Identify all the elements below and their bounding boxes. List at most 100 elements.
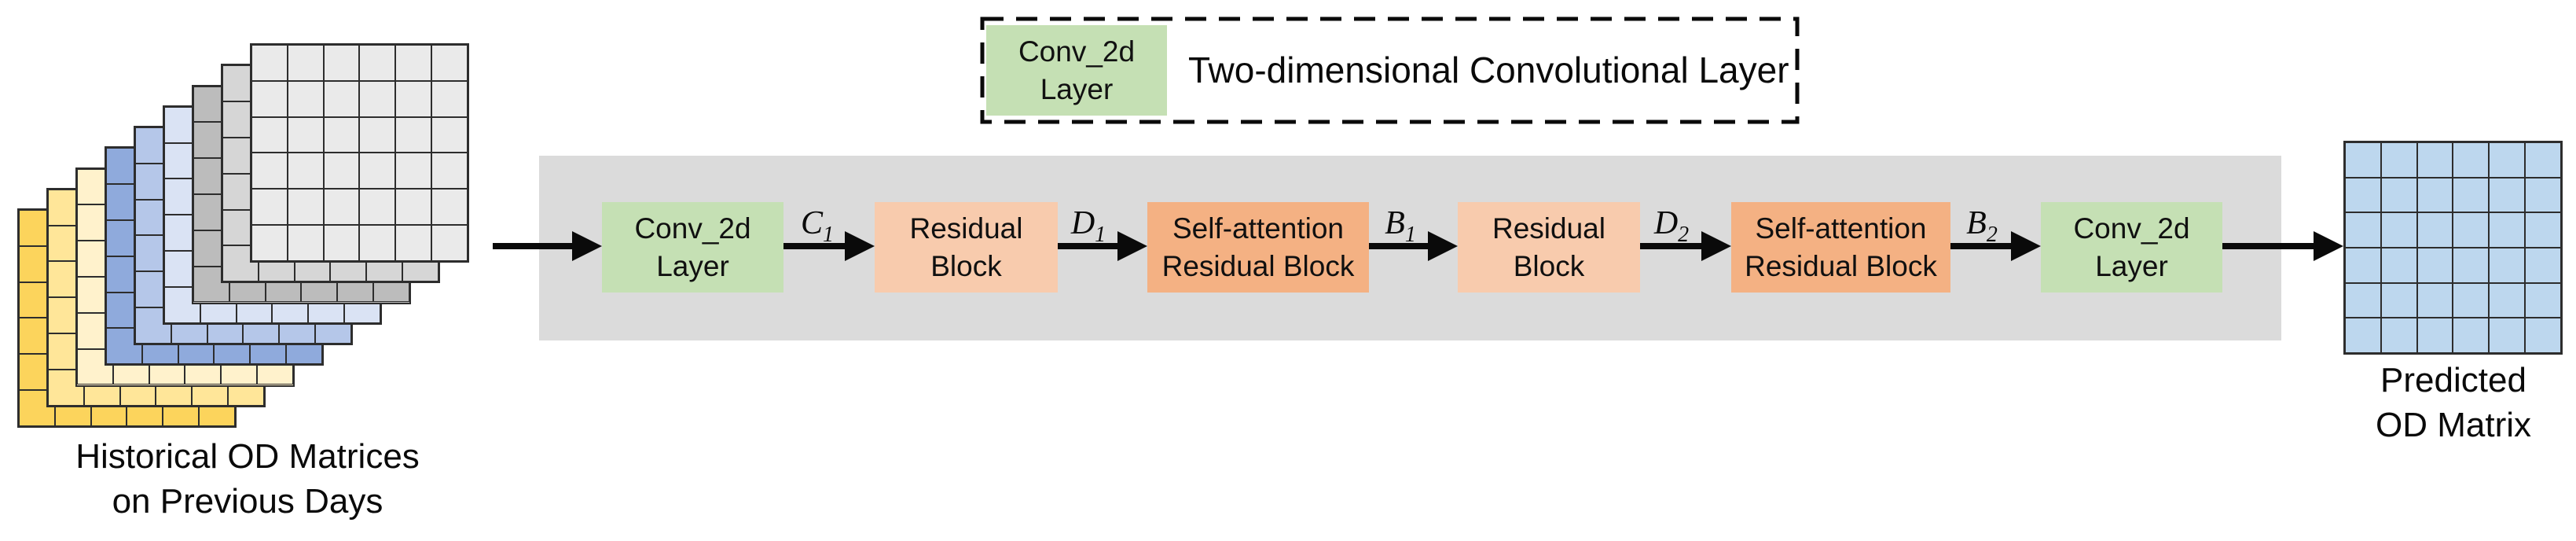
block-label-line: Residual (909, 212, 1023, 245)
block-label-line: Block (1513, 249, 1585, 282)
matrix-cell (251, 80, 288, 117)
output-caption-line1: Predicted (2380, 361, 2526, 399)
matrix-cell (2416, 282, 2453, 318)
matrix-cell (2380, 212, 2417, 248)
matrix-cell (2380, 248, 2417, 283)
output-caption-line2: OD Matrix (2376, 406, 2531, 444)
matrix-cell (2453, 212, 2490, 248)
matrix-cell (323, 80, 360, 117)
block-label-line: Self-attention (1172, 212, 1345, 245)
matrix-cell (2380, 318, 2417, 353)
matrix-cell (287, 189, 324, 226)
block-label-line: Residual (1492, 212, 1605, 245)
arrow-head-icon (1701, 231, 1731, 261)
block-label-line: Block (930, 249, 1002, 282)
matrix-cell (323, 116, 360, 153)
matrix-cell (2489, 248, 2526, 283)
matrix-cell (2453, 282, 2490, 318)
matrix-cell (2416, 177, 2453, 213)
arrow-head-icon (845, 231, 875, 261)
matrix-cell (164, 286, 200, 323)
matrix-cell (48, 369, 84, 406)
arrow-shaft (1950, 243, 2017, 249)
matrix-cell (193, 266, 229, 303)
block-label-line: Conv_2d (634, 212, 751, 245)
matrix-cell (77, 348, 113, 385)
matrix-cell (251, 153, 288, 190)
arrow-label-c1: C1 (800, 205, 834, 247)
matrix-cell (431, 45, 468, 81)
matrix-cell (2525, 282, 2561, 318)
residual-block-2: Residual Block (1458, 202, 1640, 293)
matrix-cell (359, 80, 396, 117)
matrix-cell (19, 390, 55, 426)
matrix-cell (2489, 318, 2526, 353)
arrow-head-icon (2011, 231, 2041, 261)
matrix-cell (2525, 212, 2561, 248)
matrix-cell (2525, 318, 2561, 353)
matrix-cell (251, 225, 288, 261)
legend-swatch-label-line2: Layer (1040, 72, 1114, 105)
self-attention-residual-block-2: Self-attention Residual Block (1731, 202, 1950, 293)
flow-arrow-output (2222, 230, 2343, 262)
matrix-cell (2525, 142, 2561, 178)
arrow-head-icon (1117, 231, 1147, 261)
matrix-cell (251, 45, 288, 81)
matrix-cell (2345, 142, 2381, 178)
arrow-label-b2: B2 (1966, 205, 1998, 247)
matrix-cell (2345, 248, 2381, 283)
matrix-cell (222, 245, 259, 282)
matrix-cell (2453, 318, 2490, 353)
block-label-line: Self-attention (1755, 212, 1927, 245)
arrow-shaft (783, 243, 851, 249)
matrix-cell (431, 225, 468, 261)
arrow-head-icon (572, 231, 602, 261)
matrix-cell (2525, 248, 2561, 283)
arrow-shaft (1369, 243, 1434, 249)
matrix-cell (395, 225, 432, 261)
legend-swatch-label-line1: Conv_2d (1018, 35, 1136, 68)
flow-arrow-c1 (783, 230, 875, 262)
matrix-cell (431, 116, 468, 153)
od-matrix-layer (250, 43, 469, 263)
legend-dashed-border (980, 17, 1800, 124)
flow-arrow-d2 (1640, 230, 1731, 262)
matrix-cell (323, 45, 360, 81)
block-label-line: Residual Block (1745, 249, 1937, 282)
matrix-cell (395, 153, 432, 190)
predicted-od-matrix (2343, 141, 2563, 355)
arrow-shaft (1640, 243, 1708, 249)
input-stack-caption-line1: Historical OD Matrices (75, 437, 420, 476)
matrix-cell (287, 153, 324, 190)
matrix-cell (395, 80, 432, 117)
output-caption: Predicted OD Matrix (2336, 358, 2571, 447)
arrow-label-b1: B1 (1385, 205, 1416, 247)
block-label-line: Layer (2095, 249, 2168, 282)
residual-block-1: Residual Block (875, 202, 1058, 293)
matrix-cell (287, 225, 324, 261)
block-label-line: Layer (656, 249, 729, 282)
matrix-cell (2416, 212, 2453, 248)
matrix-cell (2416, 318, 2453, 353)
matrix-cell (359, 116, 396, 153)
matrix-cell (359, 225, 396, 261)
matrix-cell (2489, 142, 2526, 178)
matrix-cell (106, 328, 142, 365)
self-attention-residual-block-1: Self-attention Residual Block (1147, 202, 1369, 293)
arrow-label-d1: D1 (1070, 205, 1106, 247)
matrix-cell (359, 45, 396, 81)
matrix-cell (2489, 282, 2526, 318)
matrix-cell (2345, 177, 2381, 213)
matrix-cell (2380, 282, 2417, 318)
matrix-cell (251, 116, 288, 153)
flow-arrow-d1 (1058, 230, 1147, 262)
matrix-cell (2489, 177, 2526, 213)
arrow-shaft (2222, 243, 2320, 249)
block-label-line: Residual Block (1161, 249, 1355, 282)
arrow-label-d2: D2 (1653, 205, 1690, 247)
matrix-cell (287, 80, 324, 117)
matrix-cell (287, 116, 324, 153)
matrix-cell (135, 307, 171, 344)
input-stack-caption-line2: on Previous Days (112, 482, 383, 521)
